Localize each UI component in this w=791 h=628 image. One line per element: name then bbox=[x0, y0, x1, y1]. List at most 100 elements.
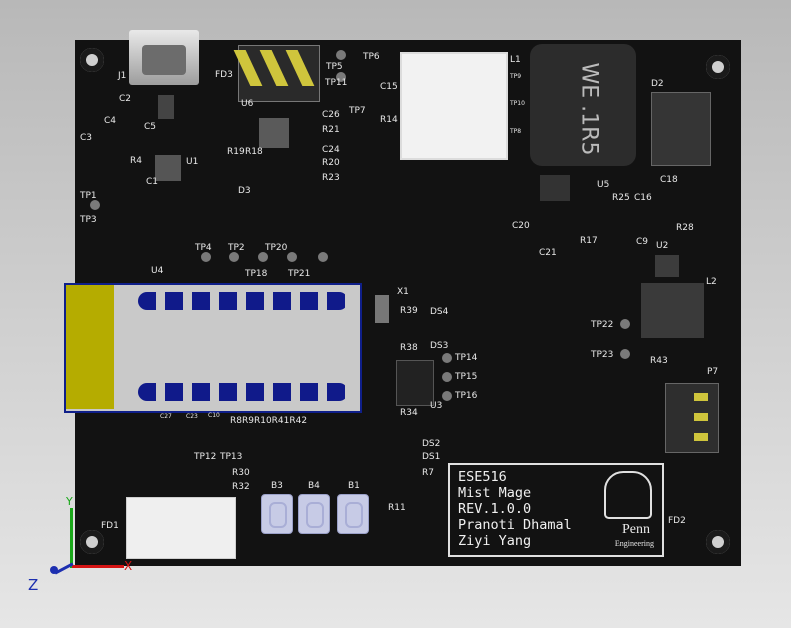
label-c18: C18 bbox=[660, 175, 678, 185]
info-author-2: Ziyi Yang bbox=[458, 533, 532, 549]
label-c24: C24 bbox=[322, 145, 340, 155]
chip-u1 bbox=[155, 155, 181, 181]
inductor-l2 bbox=[641, 283, 704, 338]
label-r23: R23 bbox=[322, 173, 340, 183]
chip-d1 bbox=[158, 95, 174, 119]
chip-u2 bbox=[655, 255, 679, 277]
label-u4: U4 bbox=[151, 266, 164, 276]
label-ds2: DS2 bbox=[422, 439, 441, 449]
button-b3[interactable] bbox=[261, 494, 293, 534]
label-r19: R19 bbox=[227, 147, 245, 157]
testpoint bbox=[442, 353, 452, 363]
axis-y-label: Y bbox=[66, 495, 73, 508]
testpoint bbox=[258, 252, 268, 262]
label-r21: R21 bbox=[322, 125, 340, 135]
label-tp22: TP22 bbox=[591, 320, 614, 330]
label-b4: B4 bbox=[308, 481, 320, 491]
label-tp3: TP3 bbox=[80, 215, 97, 225]
label-tp18: TP18 bbox=[245, 269, 268, 279]
usb-socket bbox=[142, 45, 186, 75]
label-r20: R20 bbox=[322, 158, 340, 168]
label-u3: U3 bbox=[430, 401, 443, 411]
connector-p7-pin2 bbox=[694, 413, 708, 421]
label-c1: C1 bbox=[146, 177, 159, 187]
label-r39: R39 bbox=[400, 306, 418, 316]
testpoint bbox=[318, 252, 328, 262]
label-tp20: TP20 bbox=[265, 243, 288, 253]
label-ds1: DS1 bbox=[422, 452, 441, 462]
label-tp21: TP21 bbox=[288, 269, 311, 279]
info-project: Mist Mage bbox=[458, 485, 532, 501]
label-p7: P7 bbox=[707, 367, 719, 377]
info-author-1: Pranoti Dhamal bbox=[458, 517, 572, 533]
label-r14: R14 bbox=[380, 115, 398, 125]
label-d3: D3 bbox=[238, 186, 251, 196]
label-d2: D2 bbox=[651, 79, 664, 89]
label-fd3: FD3 bbox=[215, 70, 233, 80]
label-l1: L1 bbox=[510, 55, 521, 65]
label-x1: X1 bbox=[397, 287, 409, 297]
connector-p7-pin3 bbox=[694, 433, 708, 441]
label-u1: U1 bbox=[186, 157, 199, 167]
label-tp12: TP12 bbox=[194, 452, 217, 462]
label-u2: U2 bbox=[656, 241, 669, 251]
label-r8r9r10: R8R9R10R41R42 bbox=[230, 416, 308, 426]
button-b1[interactable] bbox=[337, 494, 369, 534]
label-l2: L2 bbox=[706, 277, 717, 287]
label-tp8: TP8 bbox=[510, 128, 522, 135]
wifi-module-antenna bbox=[66, 285, 114, 409]
label-c15: C15 bbox=[380, 82, 398, 92]
axis-y-line bbox=[70, 508, 73, 568]
label-r43: R43 bbox=[650, 356, 668, 366]
label-r18: R18 bbox=[245, 147, 263, 157]
sd-card-slot bbox=[400, 52, 508, 160]
label-c21: C21 bbox=[539, 248, 557, 258]
label-tp13: TP13 bbox=[220, 452, 243, 462]
label-c26: C26 bbox=[322, 110, 340, 120]
chip-u6-reg bbox=[259, 118, 289, 148]
label-b3: B3 bbox=[271, 481, 283, 491]
chip-u5 bbox=[540, 175, 570, 201]
testpoint bbox=[442, 391, 452, 401]
connector-bottom-left bbox=[126, 497, 236, 559]
axis-origin bbox=[50, 566, 58, 574]
module-pad-row-bottom bbox=[138, 383, 348, 401]
label-ds4: DS4 bbox=[430, 307, 449, 317]
label-tp23: TP23 bbox=[591, 350, 614, 360]
axis-x-line bbox=[72, 565, 124, 568]
axis-x-label: X bbox=[124, 559, 133, 573]
label-fd1: FD1 bbox=[101, 521, 119, 531]
label-c4: C4 bbox=[104, 116, 117, 126]
chip-u3 bbox=[396, 360, 434, 406]
label-u6: U6 bbox=[241, 99, 254, 109]
label-tp5: TP5 bbox=[326, 62, 343, 72]
label-tp15: TP15 bbox=[455, 372, 478, 382]
testpoint bbox=[229, 252, 239, 262]
label-r25: R25 bbox=[612, 193, 630, 203]
label-ds3: DS3 bbox=[430, 341, 449, 351]
label-tp1: TP1 bbox=[80, 191, 97, 201]
axis-z-label: Z bbox=[28, 576, 39, 594]
label-tp6: TP6 bbox=[363, 52, 380, 62]
testpoint bbox=[336, 50, 346, 60]
connector-p7-pin1 bbox=[694, 393, 708, 401]
inductor-l1 bbox=[530, 44, 636, 166]
module-pad-row-top bbox=[138, 292, 348, 310]
label-tp16: TP16 bbox=[455, 391, 478, 401]
label-j1: J1 bbox=[118, 71, 127, 81]
label-r38: R38 bbox=[400, 343, 418, 353]
testpoint bbox=[442, 372, 452, 382]
wizard-logo-icon bbox=[604, 471, 652, 519]
testpoint bbox=[201, 252, 211, 262]
diode-d2 bbox=[651, 92, 711, 166]
info-course: ESE516 bbox=[458, 469, 507, 485]
button-b4[interactable] bbox=[298, 494, 330, 534]
connector-p7 bbox=[665, 383, 719, 453]
label-c9: C9 bbox=[636, 237, 649, 247]
testpoint bbox=[90, 200, 100, 210]
label-r7: R7 bbox=[422, 468, 434, 478]
testpoint bbox=[620, 349, 630, 359]
label-tp14: TP14 bbox=[455, 353, 478, 363]
label-fd2: FD2 bbox=[668, 516, 686, 526]
